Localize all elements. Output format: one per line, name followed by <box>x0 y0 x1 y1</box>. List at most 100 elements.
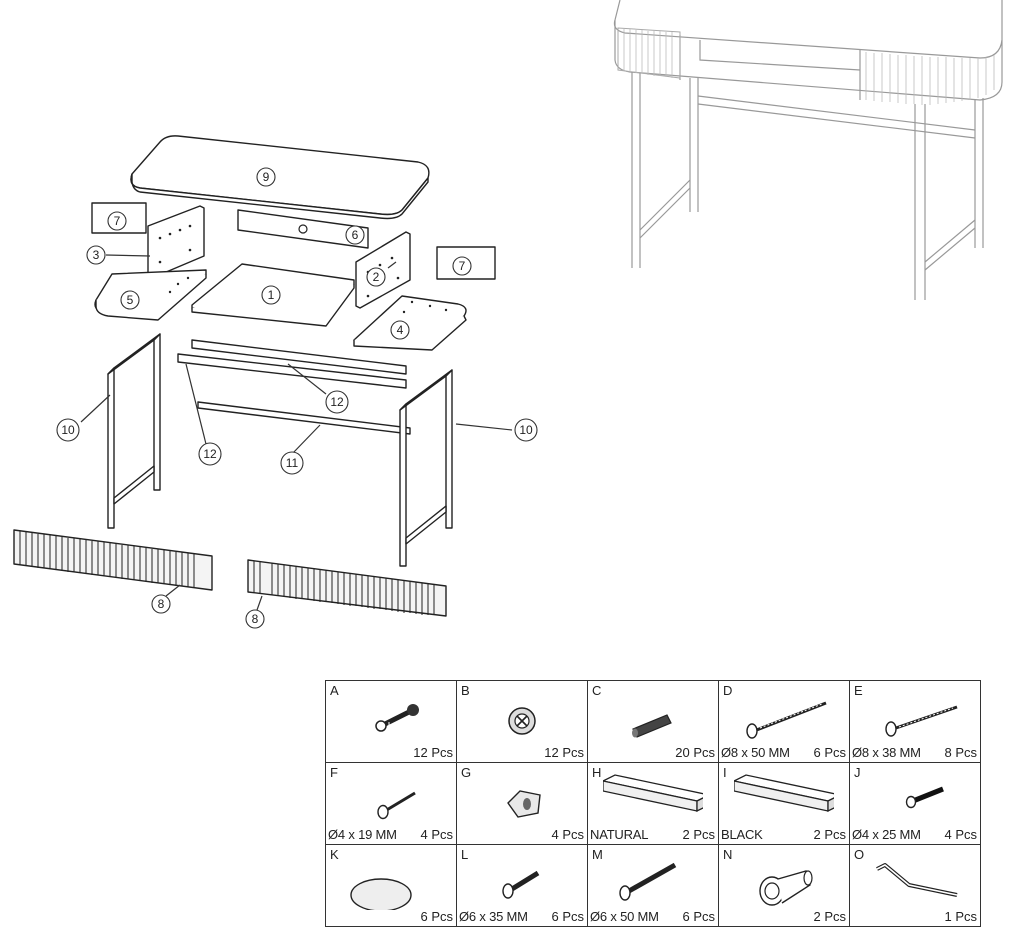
hardware-spec: Ø8 x 38 MM <box>852 745 921 760</box>
callout-3: 3 <box>86 245 106 265</box>
part-rail-front <box>177 353 407 389</box>
callout-8-left: 8 <box>151 594 171 614</box>
screw-icon <box>746 701 827 739</box>
hardware-letter: L <box>461 847 469 862</box>
hardware-qty: 2 Pcs <box>813 909 846 924</box>
hardware-qty: 4 Pcs <box>551 827 584 842</box>
hardware-letter: F <box>330 765 338 780</box>
hardware-letter: N <box>723 847 733 862</box>
wood-block-icon <box>734 774 834 813</box>
callout-11: 11 <box>280 451 304 475</box>
svg-text:4: 4 <box>397 323 404 337</box>
screw-icon <box>885 705 958 737</box>
part-foot-bar <box>197 401 411 435</box>
svg-text:3: 3 <box>93 248 100 262</box>
hardware-letter: E <box>854 683 863 698</box>
cam-bolt-icon <box>375 704 419 732</box>
callout-10-right: 10 <box>514 418 538 442</box>
svg-text:10: 10 <box>519 423 533 437</box>
svg-text:7: 7 <box>114 214 121 228</box>
bolt-icon <box>502 870 540 899</box>
hardware-cell-k: K 6 Pcs <box>325 844 457 927</box>
hardware-cell-j: J Ø4 x 25 MM 4 Pcs <box>849 762 981 845</box>
hardware-letter: M <box>592 847 603 862</box>
hardware-cell-g: G 4 Pcs <box>456 762 588 845</box>
callout-2: 2 <box>366 267 386 287</box>
svg-text:12: 12 <box>330 395 344 409</box>
part-slatted-panel-left <box>13 529 213 591</box>
short-screw-icon <box>377 791 416 820</box>
hardware-qty: 6 Pcs <box>682 909 715 924</box>
svg-text:11: 11 <box>286 456 299 470</box>
hardware-qty: 12 Pcs <box>544 745 584 760</box>
wood-dowel-icon <box>632 714 672 738</box>
part-leg-frame-right <box>399 369 453 567</box>
corner-bracket-icon <box>507 790 541 818</box>
callout-7-right: 7 <box>452 256 472 276</box>
felt-pad-icon <box>350 878 412 910</box>
hardware-letter: H <box>592 765 602 780</box>
hardware-cell-a: A 12 Pcs <box>325 680 457 763</box>
hardware-qty: 2 Pcs <box>813 827 846 842</box>
callout-8-right: 8 <box>245 609 265 629</box>
svg-text:8: 8 <box>252 612 259 626</box>
hardware-cell-n: N 2 Pcs <box>718 844 850 927</box>
callout-9: 9 <box>256 167 276 187</box>
callout-4: 4 <box>390 320 410 340</box>
hardware-letter: G <box>461 765 472 780</box>
hardware-cell-b: B 12 Pcs <box>456 680 588 763</box>
hardware-spec: Ø6 x 35 MM <box>459 909 528 924</box>
hardware-qty: 1 Pcs <box>944 909 977 924</box>
allen-key-icon <box>876 863 958 897</box>
hardware-spec: BLACK <box>721 827 763 842</box>
hardware-letter: I <box>723 765 727 780</box>
hardware-table: A 12 Pcs B 12 Pcs C 20 Pcs D Ø8 x 50 MM … <box>325 680 981 927</box>
hardware-cell-o: O 1 Pcs <box>849 844 981 927</box>
svg-text:5: 5 <box>127 293 134 307</box>
hardware-qty: 4 Pcs <box>944 827 977 842</box>
knob-icon <box>759 870 813 906</box>
hardware-letter: O <box>854 847 865 862</box>
hardware-spec: Ø4 x 25 MM <box>852 827 921 842</box>
wood-block-icon <box>603 774 703 813</box>
hardware-qty: 2 Pcs <box>682 827 715 842</box>
hardware-qty: 12 Pcs <box>413 745 453 760</box>
hardware-spec: Ø4 x 19 MM <box>328 827 397 842</box>
hardware-qty: 6 Pcs <box>813 745 846 760</box>
hardware-cell-i: I BLACK 2 Pcs <box>718 762 850 845</box>
leader-lines <box>80 254 513 611</box>
part-divider-left <box>147 205 205 279</box>
hardware-cell-d: D Ø8 x 50 MM 6 Pcs <box>718 680 850 763</box>
callout-7-left: 7 <box>107 211 127 231</box>
svg-text:8: 8 <box>158 597 165 611</box>
cam-lock-icon <box>508 707 536 735</box>
svg-text:6: 6 <box>352 228 359 242</box>
svg-text:7: 7 <box>459 259 466 273</box>
hardware-qty: 20 Pcs <box>675 745 715 760</box>
hardware-letter: D <box>723 683 733 698</box>
callout-10-left: 10 <box>56 418 80 442</box>
hardware-qty: 6 Pcs <box>420 909 453 924</box>
svg-text:2: 2 <box>373 270 380 284</box>
svg-text:10: 10 <box>61 423 75 437</box>
hardware-spec: NATURAL <box>590 827 649 842</box>
svg-text:1: 1 <box>268 288 275 302</box>
hardware-qty: 4 Pcs <box>420 827 453 842</box>
hardware-cell-h: H NATURAL 2 Pcs <box>587 762 719 845</box>
hardware-cell-f: F Ø4 x 19 MM 4 Pcs <box>325 762 457 845</box>
callout-12-lower: 12 <box>198 442 222 466</box>
part-desktop-edge <box>130 173 429 220</box>
hardware-letter: J <box>854 765 861 780</box>
hardware-spec: Ø6 x 50 MM <box>590 909 659 924</box>
hardware-letter: B <box>461 683 470 698</box>
callout-6: 6 <box>345 225 365 245</box>
callout-12-upper: 12 <box>325 390 349 414</box>
part-slatted-panel-right <box>247 559 447 617</box>
part-divider-right <box>355 231 411 309</box>
bolt-icon <box>619 862 677 901</box>
svg-text:12: 12 <box>203 447 217 461</box>
hardware-cell-l: L Ø6 x 35 MM 6 Pcs <box>456 844 588 927</box>
assembled-desk-preview <box>613 0 1003 300</box>
hardware-letter: A <box>330 683 339 698</box>
